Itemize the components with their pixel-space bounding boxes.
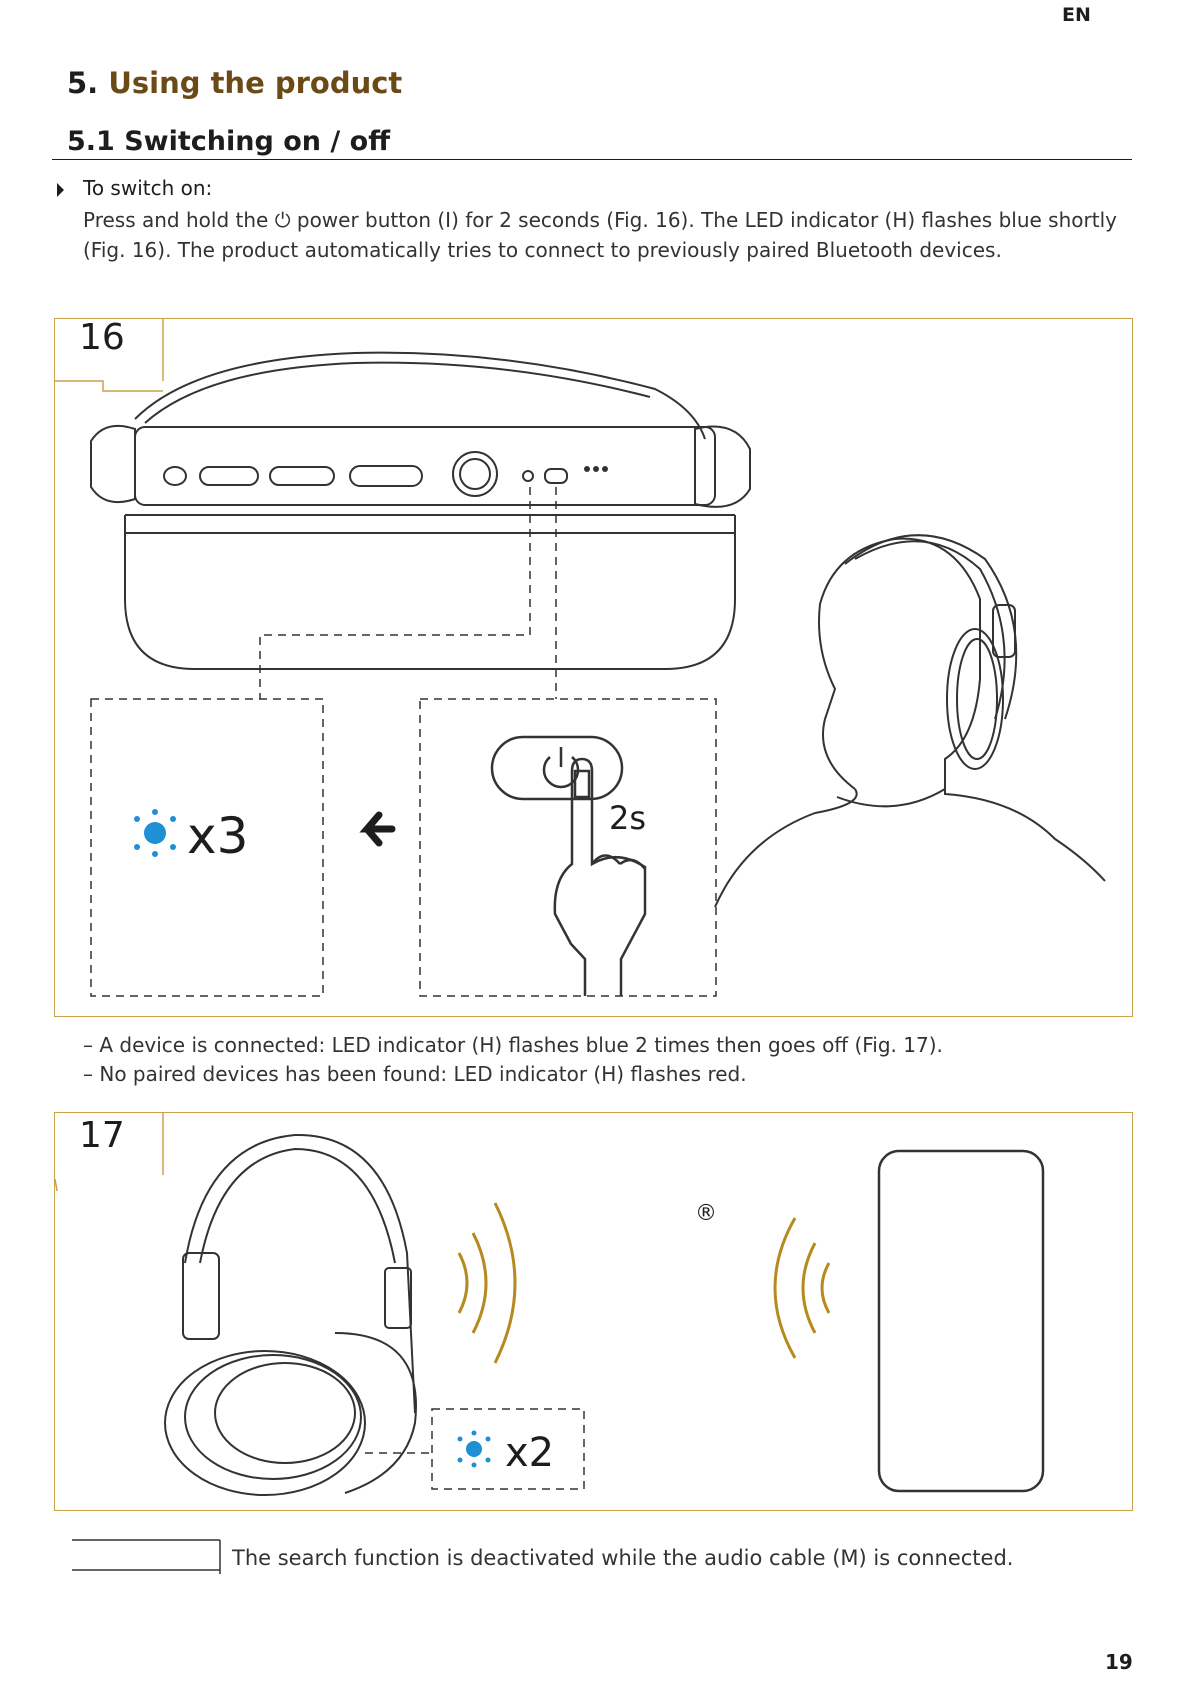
led-blue-icon-x2 [457, 1430, 491, 1468]
person-wearing-headphones-illustration [714, 534, 1106, 908]
led-count-x3: x3 [187, 807, 248, 865]
headphones-side-illustration [164, 1133, 417, 1496]
page-number: 19 [1105, 1650, 1133, 1674]
headband-top-view [90, 351, 751, 670]
power-icon: ⏻ [274, 208, 291, 232]
smartphone-illustration [877, 1149, 1045, 1493]
result-not-found: – No paired devices has been found: LED … [83, 1062, 747, 1086]
figure-17: x2 ® 17 [54, 1112, 1133, 1511]
note-marker [72, 1539, 221, 1574]
registered-symbol: ® [695, 1201, 717, 1226]
signal-waves-left-icon [773, 1217, 831, 1359]
bullet-icon [57, 183, 64, 197]
result-connected: – A device is connected: LED indicator (… [83, 1033, 943, 1057]
signal-waves-right-icon [457, 1202, 517, 1364]
note-text: The search function is deactivated while… [232, 1546, 1014, 1570]
led-blue-icon [134, 809, 176, 857]
section-number: 5. [67, 66, 99, 100]
step-body-start: Press and hold the [83, 208, 275, 232]
power-button-press-illustration [490, 735, 647, 996]
step-body: Press and hold the ⏻ power button (I) fo… [83, 205, 1123, 265]
led-count-x2: x2 [505, 1430, 554, 1476]
figure-16-illustration: x3 2s [55, 319, 1106, 997]
figure-16-number: 16 [79, 317, 125, 358]
subsection-rule [52, 159, 1132, 160]
step-body-end: power button (I) for 2 seconds (Fig. 16)… [83, 208, 1117, 262]
hold-time-label: 2s [609, 799, 646, 837]
section-title-text: Using the product [108, 66, 403, 100]
arrow-left-icon [359, 811, 396, 847]
figure-17-number: 17 [79, 1115, 125, 1156]
subsection-title: 5.1 Switching on / off [67, 126, 391, 157]
section-title: 5. Using the product [67, 66, 402, 100]
language-tag: EN [1062, 4, 1091, 26]
step-label: To switch on: [83, 176, 213, 200]
figure-16: x3 2s 16 [54, 317, 1133, 1017]
figure-17-illustration: x2 ® [55, 1113, 1045, 1496]
